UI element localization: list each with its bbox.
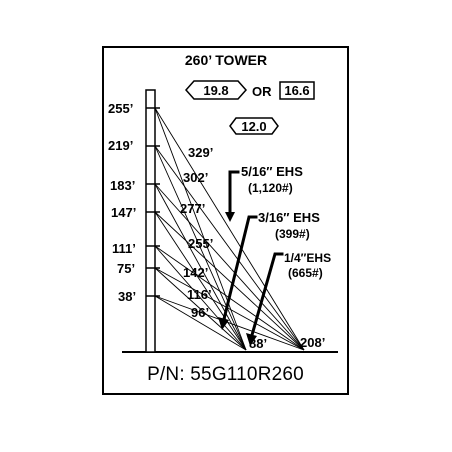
guy-length-142: 142’ [183,265,208,280]
load-value-12-0: 12.0 [241,119,266,134]
guy-wire-far [154,295,305,351]
pointer-arrow-3-16 [222,215,258,321]
load-box-12-0 [229,117,279,135]
arrowhead-1-4 [246,333,257,346]
height-label-75: 75’ [117,261,135,276]
part-number: P/N: 55G110R260 [147,364,304,385]
diagram-frame [102,46,349,395]
guy-wire-far [154,211,305,351]
cable-rating-1120: (1,120#) [248,181,293,195]
cable-rating-399: (399#) [275,227,310,241]
guy-length-116: 116’ [187,287,212,302]
guy-length-277: 277’ [180,201,205,216]
load-box-19-8 [184,80,248,100]
pointer-arrow-5-16 [228,170,240,216]
load-value-19-8: 19.8 [203,83,228,98]
guy-length-329: 329’ [188,145,213,160]
guy-wire-near [154,145,247,351]
load-value-16-6: 16.6 [284,83,309,98]
height-label-147: 147’ [111,205,136,220]
guy-wire-far [154,107,305,351]
height-label-38: 38’ [118,289,136,304]
guy-wire-near [154,295,247,351]
guy-length-302: 302’ [183,170,208,185]
height-label-111: 111’ [112,241,136,256]
guy-wire-near [154,245,247,351]
guy-wire-far [154,183,305,351]
pointer-arrow-1-4 [250,252,284,337]
guy-wire-near [154,211,247,351]
load-or-text: OR [252,84,272,99]
guy-length-255: 255’ [188,236,213,251]
guy-wire-near [154,183,247,351]
cable-size-5-16: 5/16″ EHS [241,164,303,179]
height-label-219: 219’ [108,138,133,153]
arrowhead-5-16 [225,212,235,222]
guy-wire-far [154,145,305,351]
load-box-16-6 [279,81,315,100]
cable-size-3-16: 3/16″ EHS [258,210,320,225]
tower-mast [145,89,156,353]
diagram-title: 260’ TOWER [184,52,268,68]
guy-wire-far [154,267,305,351]
cable-size-1-4: 1/4″EHS [284,251,331,265]
guy-wire-near [154,267,247,351]
anchor-distance-208: 208’ [300,335,325,350]
height-label-255: 255’ [108,101,133,116]
cable-rating-665: (665#) [288,266,323,280]
height-label-183: 183’ [110,178,135,193]
arrowhead-3-16 [218,317,229,330]
guy-length-96: 96’ [191,305,209,320]
